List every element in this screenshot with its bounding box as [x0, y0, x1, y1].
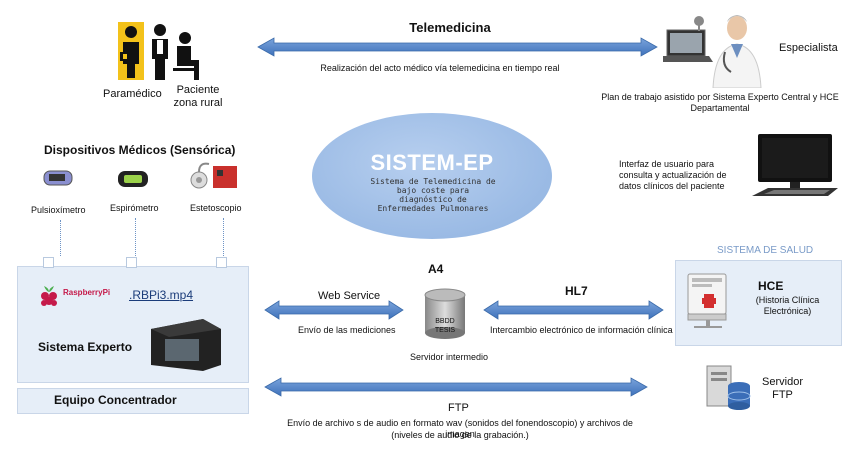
hce-icon [684, 270, 732, 330]
device-label-espirometro: Espirómetro [110, 203, 159, 213]
sistem-ep-subtitle: Sistema de Telemedicina de bajo coste pa… [370, 177, 496, 213]
dispositivos-title: Dispositivos Médicos (Sensórica) [44, 143, 236, 157]
ftp-caption-2: (niveles de audio de la grabación.) [391, 430, 529, 440]
port-3 [216, 257, 227, 268]
paramedic-patient-illustration [115, 18, 210, 84]
sistema-experto-label: Sistema Experto [38, 340, 133, 354]
especialista-label: Especialista [779, 42, 838, 54]
monitor-icon [752, 134, 838, 196]
a4-label: A4 [428, 262, 444, 276]
paciente-label: Paciente zona rural [173, 84, 223, 109]
telemedicina-arrow [257, 37, 658, 57]
doctor-icon [712, 15, 762, 88]
servidor-intermedio-caption: Servidor intermedio [410, 352, 489, 362]
web-service-title: Web Service [318, 290, 381, 302]
hl7-caption: Intercambio electrónico de información c… [490, 325, 673, 335]
plan-trabajo-caption: Plan de trabajo asistido por Sistema Exp… [601, 92, 839, 113]
device-label-pulsioximetro: Pulsioxímetro [31, 205, 86, 215]
laptop-icon [659, 16, 713, 62]
concentrator-footer [17, 388, 249, 414]
workstation-illustration [750, 130, 845, 212]
hl7-title: HL7 [565, 284, 588, 298]
ftp-caption-1: Envío de archivo s de audio en formato w… [287, 418, 633, 439]
device-label-estetoscopio: Estetoscopio [190, 203, 242, 213]
sistema-salud-title: SISTEMA DE SALUD [717, 245, 814, 256]
db-label-1: BBDD [435, 318, 455, 325]
pulsioximetro-icon [40, 165, 76, 191]
expert-device-icon [145, 315, 225, 373]
web-service-arrow [264, 300, 404, 320]
db-label-2: TESIS [434, 327, 456, 334]
telemedicina-title: Telemedicina [409, 20, 491, 35]
port-2 [126, 257, 137, 268]
raspberry-icon [38, 283, 60, 309]
paramedic-icon [118, 22, 199, 80]
servidor-ftp-label: Servidor FTP [762, 376, 803, 401]
estetoscopio-icon [185, 160, 240, 192]
connector-espirometro [135, 218, 136, 256]
connector-estetoscopio [223, 218, 224, 256]
hl7-arrow [483, 300, 664, 320]
specialist-illustration [659, 12, 768, 88]
database-icon [420, 287, 470, 341]
hce-title: HCE [758, 279, 784, 293]
hce-full-label: (Historia Clínica Electrónica) [755, 295, 820, 316]
raspberry-label: RaspberryPi [63, 288, 111, 297]
video-link[interactable]: .RBPi3.mp4 [129, 288, 194, 302]
espirometro-icon [115, 165, 151, 193]
paramedico-label: Paramédico [103, 88, 162, 100]
ftp-server-icon [703, 364, 753, 412]
sistem-ep-ellipse [312, 113, 552, 239]
interfaz-caption: Interfaz de usuario para consulta y actu… [619, 159, 727, 191]
web-service-caption: Envío de las mediciones [298, 325, 396, 335]
connector-pulsioximetro [60, 220, 61, 256]
sistem-ep-title: SISTEM-EP [370, 150, 494, 175]
port-1 [43, 257, 54, 268]
ftp-arrow [264, 377, 648, 397]
ftp-title: FTP [448, 402, 469, 414]
telemedicina-caption: Realización del acto médico vía telemedi… [320, 63, 560, 73]
equipo-concentrador-label: Equipo Concentrador [54, 393, 177, 407]
